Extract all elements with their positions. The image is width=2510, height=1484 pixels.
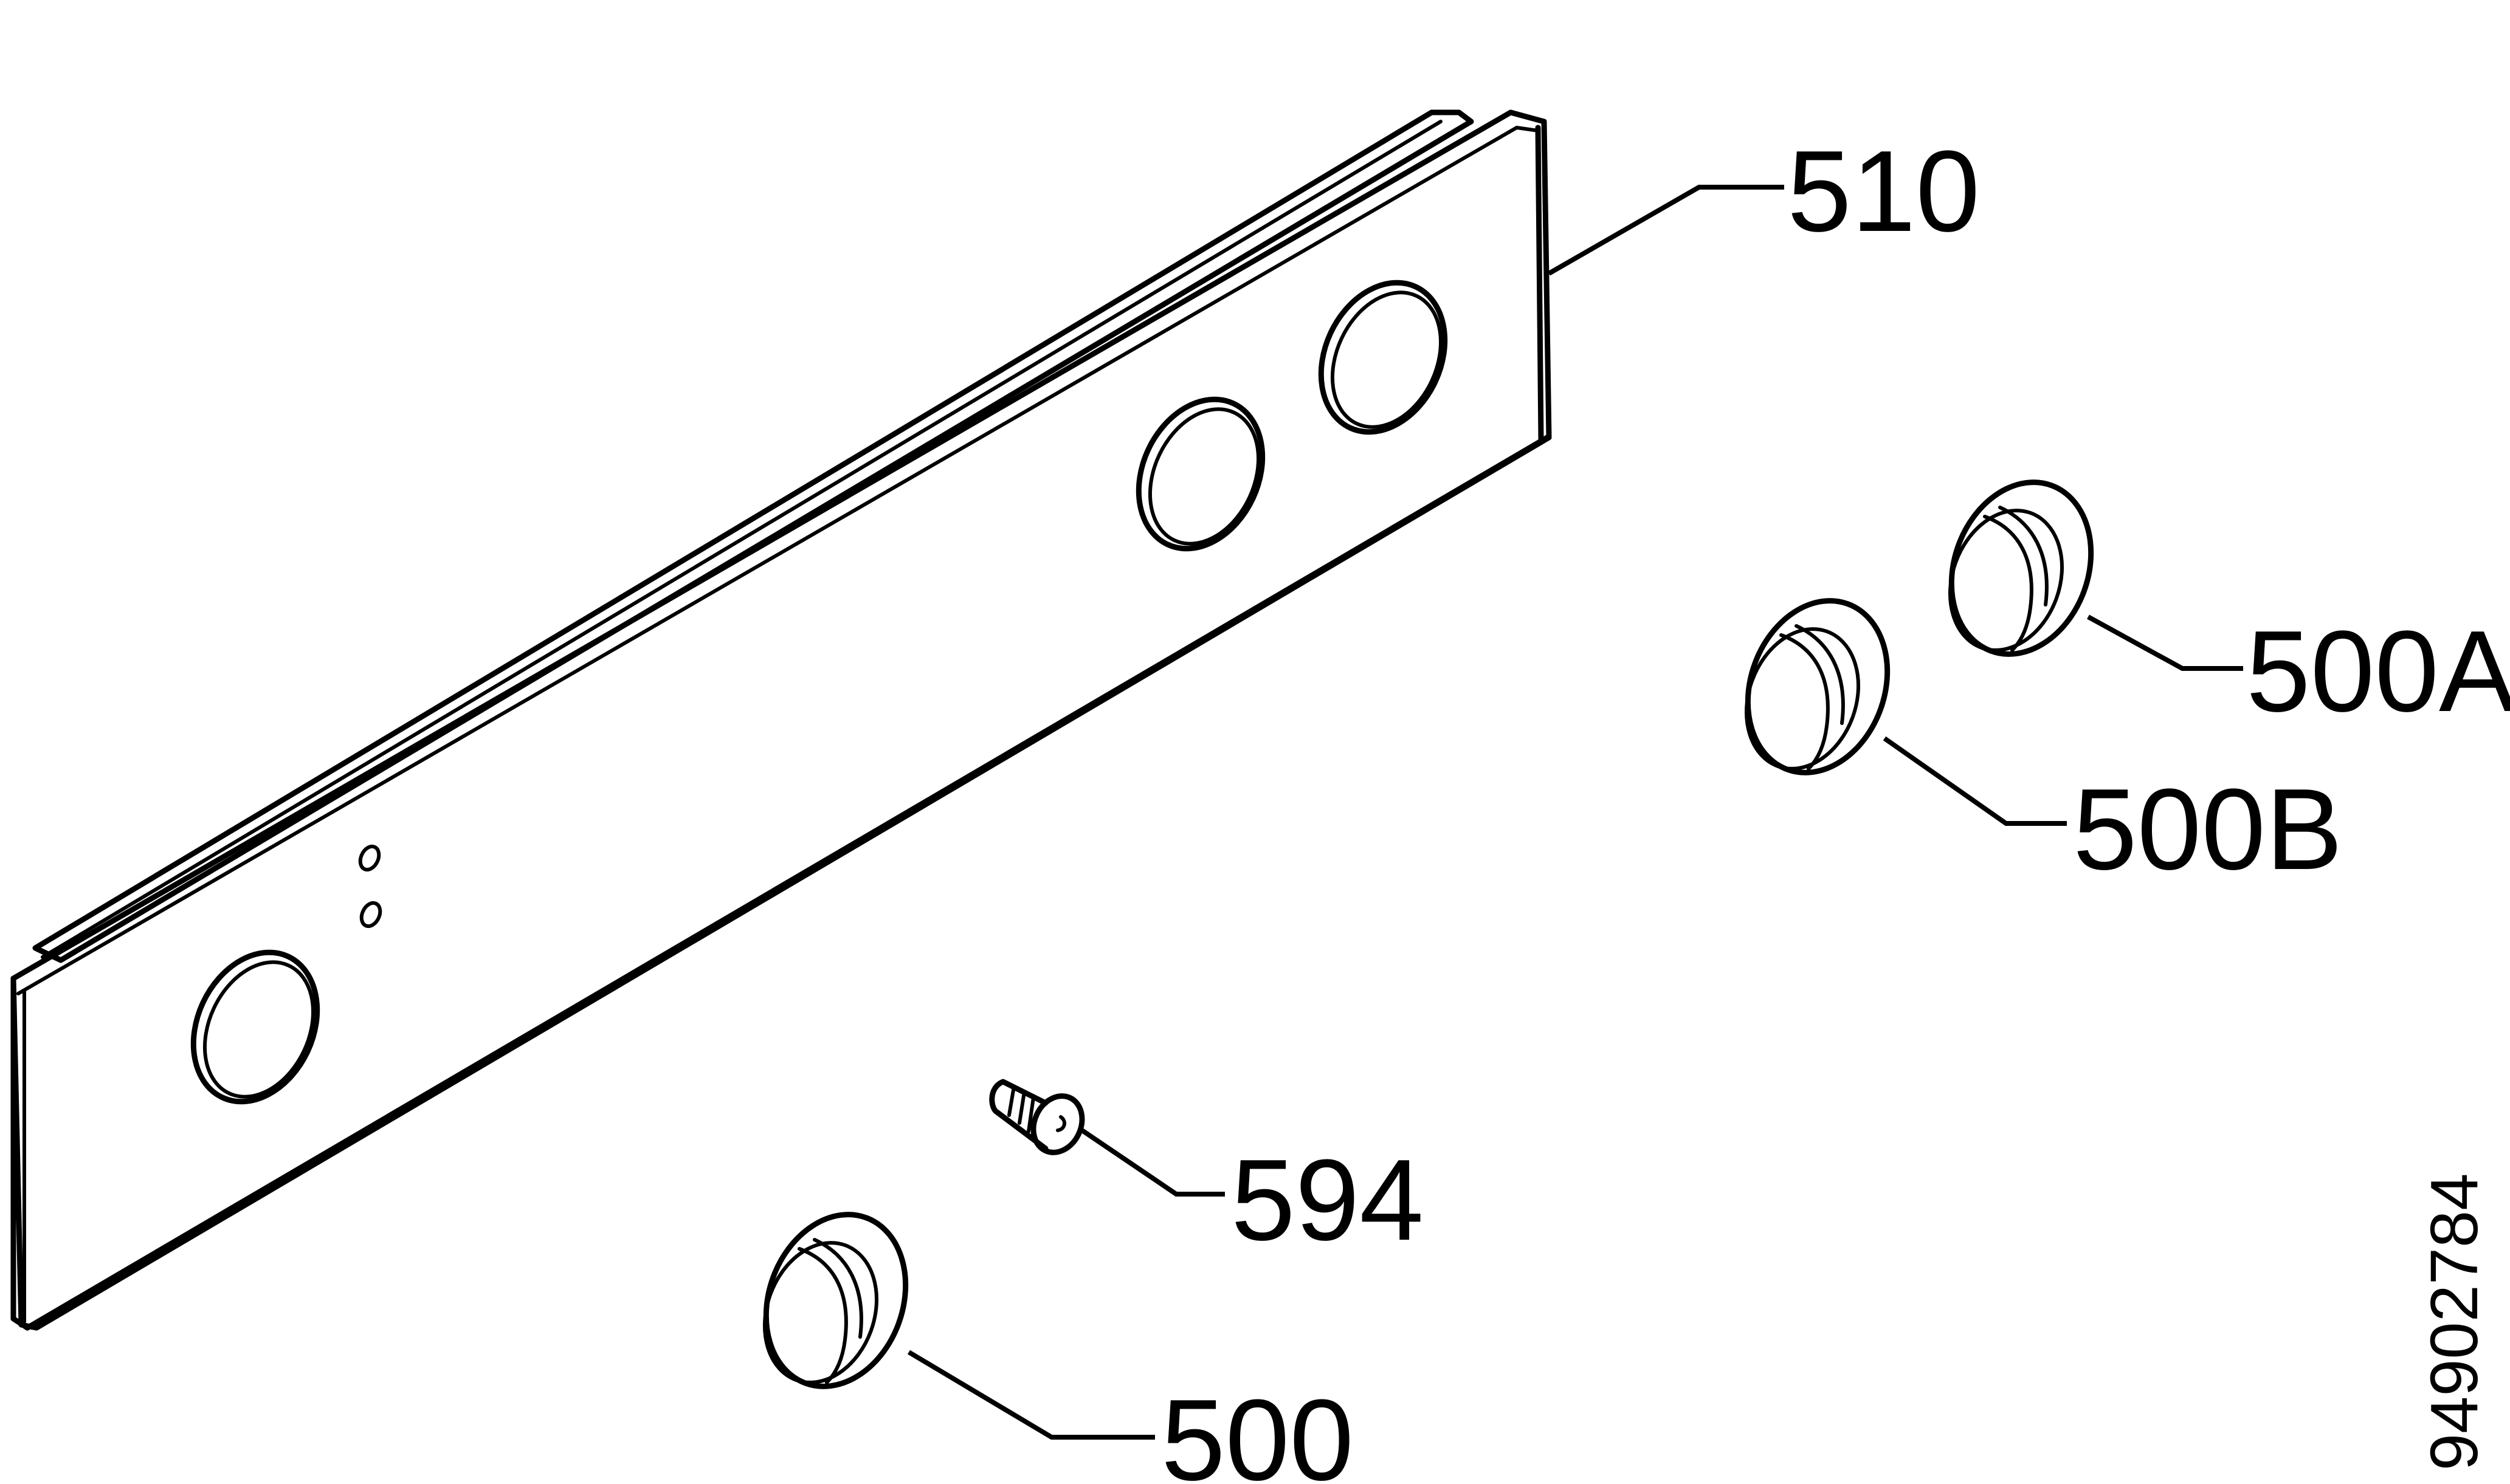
knob-500b-face bbox=[1744, 627, 1861, 771]
label-594: 594 bbox=[1231, 1136, 1424, 1265]
knob-500a-face bbox=[1948, 509, 2064, 652]
knob-500b-grip bbox=[1779, 633, 1830, 771]
panel-indicator-hole-2 bbox=[359, 901, 382, 929]
panel-knob-hole-3-inner bbox=[1330, 290, 1443, 429]
knob-500-grip bbox=[798, 1247, 848, 1384]
knob-500a-grip-2 bbox=[1998, 506, 2049, 606]
label-500a: 500A bbox=[2246, 607, 2510, 736]
label-500: 500 bbox=[1161, 1376, 1354, 1484]
panel-knob-hole-3 bbox=[1318, 280, 1448, 435]
label-500b: 500B bbox=[2073, 765, 2343, 894]
leader-500a bbox=[2087, 614, 2243, 671]
control-panel bbox=[10, 109, 1552, 1331]
panel-knob-hole-2 bbox=[1136, 396, 1266, 552]
leader-500 bbox=[907, 1350, 1155, 1440]
spindle-594-ridges bbox=[1007, 1085, 1035, 1133]
panel-knob-hole-1-inner bbox=[202, 960, 315, 1099]
knob-500b-grip-2 bbox=[1795, 624, 1845, 725]
leader-594 bbox=[1080, 1128, 1225, 1197]
leader-500b bbox=[1883, 736, 2067, 826]
panel-rail-edge bbox=[41, 120, 1443, 959]
panel-top-rail bbox=[32, 109, 1474, 963]
knob-500a-grip bbox=[1983, 515, 2033, 652]
knob-500b bbox=[1744, 598, 1891, 775]
panel-indicator-hole-1 bbox=[358, 844, 381, 872]
document-number: 94902784 bbox=[2417, 1173, 2492, 1471]
knob-500 bbox=[762, 1212, 909, 1389]
label-510: 510 bbox=[1787, 127, 1980, 256]
leader-510 bbox=[1548, 185, 1784, 276]
panel-left-edge bbox=[10, 975, 30, 1331]
spindle-594-slot bbox=[1056, 1115, 1066, 1132]
panel-knob-hole-1 bbox=[190, 949, 320, 1105]
knob-500-face bbox=[762, 1241, 879, 1384]
knob-500a bbox=[1948, 479, 2094, 657]
spindle-594 bbox=[989, 1079, 1085, 1155]
panel-face-top-edge bbox=[16, 126, 1540, 995]
panel-knob-hole-2-inner bbox=[1148, 407, 1261, 546]
panel-right-edge bbox=[1535, 125, 1544, 442]
panel-bottom-edge bbox=[24, 435, 1550, 1331]
knob-500-grip-2 bbox=[813, 1238, 863, 1339]
